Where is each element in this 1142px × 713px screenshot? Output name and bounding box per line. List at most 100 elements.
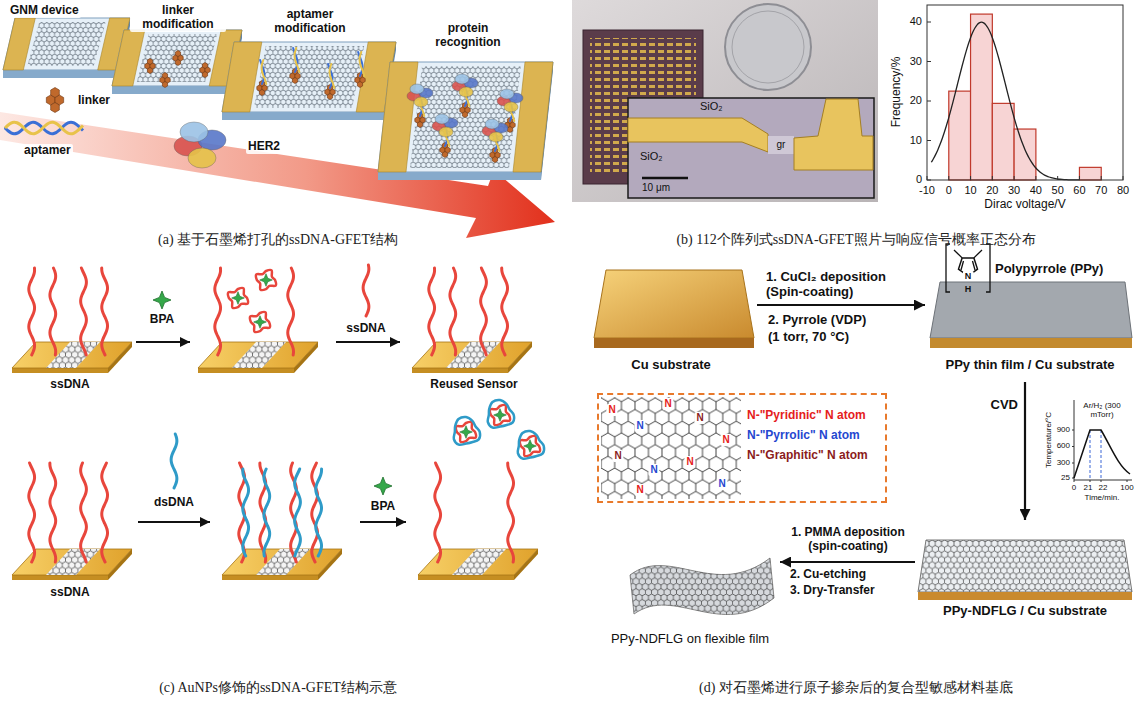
atom-symbol: H xyxy=(965,284,972,294)
process-arrow xyxy=(780,561,915,563)
annotation: Ar/H₂ (300 mTorr) xyxy=(1077,401,1127,419)
bpa-sensor-cycle xyxy=(250,312,270,332)
ppy-film xyxy=(930,282,1132,338)
bpa-sensor-cycle xyxy=(288,268,294,355)
doped-graphene-plate xyxy=(918,540,1132,592)
bpa-sensor-cycle xyxy=(232,342,286,368)
axis-title: Time/min. xyxy=(1085,493,1120,502)
step-name: linker modification xyxy=(130,4,226,32)
axis-tick: 10 xyxy=(964,184,976,197)
dirac-voltage-histogram xyxy=(1035,176,1036,180)
flexible-film xyxy=(630,558,774,614)
bpa-sensor-cycle xyxy=(102,268,108,355)
aptamer-sensor-steps xyxy=(175,60,180,66)
legend-icons xyxy=(5,122,83,134)
bpa-sensor-cycle xyxy=(456,422,476,442)
aptamer-sensor-steps xyxy=(442,152,447,158)
bpa-sensor-cycle xyxy=(508,463,514,562)
bpa-sensor-cycle xyxy=(460,426,473,439)
aptamer-sensor-steps xyxy=(112,30,242,86)
axis-tick: 30 xyxy=(1008,184,1020,197)
dirac-voltage-histogram xyxy=(927,176,928,180)
annotation: BPA xyxy=(371,500,395,514)
axis-tick: 20 xyxy=(910,94,922,107)
step-condition: CVD xyxy=(991,398,1018,413)
bpa-sensor-cycle xyxy=(29,268,35,355)
step-name: aptamer modification xyxy=(258,8,362,36)
bpa-sensor-cycle xyxy=(256,270,276,290)
dirac-voltage-histogram xyxy=(927,5,1123,180)
legend-icons xyxy=(5,88,226,169)
node-text: PPy-NDFLG on flexible film xyxy=(611,632,769,647)
dirac-voltage-histogram xyxy=(927,101,931,102)
node-text: N-"Pyrrolic" N atom xyxy=(747,429,860,443)
aptamer-sensor-steps xyxy=(3,18,130,70)
aptamer-sensor-steps xyxy=(259,90,264,96)
cu-substrate xyxy=(594,270,754,348)
dirac-voltage-histogram xyxy=(927,5,1123,180)
cu-substrate xyxy=(594,338,754,348)
dirac-voltage-histogram xyxy=(1123,176,1124,180)
bpa-sensor-cycle xyxy=(198,342,318,368)
atom-symbol: N xyxy=(720,434,731,446)
axis-tick: 20 xyxy=(986,184,998,197)
process-stage: PPy-NDFLG on flexible film xyxy=(600,540,780,655)
bpa-sensor-cycle xyxy=(264,469,270,556)
axis-tick: 80 xyxy=(1117,184,1129,197)
process-stage: Polypyrrole (PPy)PPy thin film / Cu subs… xyxy=(925,248,1135,382)
bpa-sensor-cycle xyxy=(520,436,540,456)
temperature-profile-chart xyxy=(1074,400,1132,480)
annotation: 10 μm xyxy=(642,182,670,194)
aptamer-sensor-steps xyxy=(500,89,514,99)
aptamer-sensor-steps xyxy=(492,157,497,163)
step-condition: 1. CuCl₂ deposition (Spin-coating) xyxy=(766,270,924,300)
dirac-voltage-histogram xyxy=(970,176,971,180)
aptamer-sensor-steps xyxy=(162,73,167,79)
atom-symbol: N xyxy=(612,450,623,462)
axis-tick: -10 xyxy=(919,184,935,197)
doped-graphene-lattice xyxy=(601,397,741,499)
axis-tick: 70 xyxy=(1095,184,1107,197)
annotation: SiO₂ xyxy=(640,150,663,163)
dirac-voltage-histogram xyxy=(1101,176,1102,180)
axis-title: Frequency/% xyxy=(890,57,904,128)
dirac-voltage-histogram xyxy=(1079,167,1101,180)
bpa-sensor-cycle xyxy=(412,342,532,368)
panel-caption: (c) AuNPs修饰的ssDNA-GFET结构示意 xyxy=(159,680,397,696)
bpa-sensor-cycle xyxy=(222,549,342,575)
bpa-sensor-cycle xyxy=(232,292,245,305)
bpa-sensor-cycle xyxy=(153,291,171,309)
bpa-sensor-cycle xyxy=(12,549,132,575)
axis-tick: 22 xyxy=(1099,483,1108,492)
aptamer-sensor-steps xyxy=(222,112,384,120)
legend-icons xyxy=(180,122,208,142)
aptamer-sensor-steps xyxy=(3,18,553,180)
atom-symbol: N xyxy=(963,271,974,281)
axis-tick: 900 xyxy=(1057,425,1070,434)
bpa-sensor-cycle xyxy=(50,268,56,355)
bpa-sensor-cycle xyxy=(435,463,441,562)
temperature-profile-chart xyxy=(1074,430,1130,478)
micrograph-inset xyxy=(628,98,874,198)
bpa-sensor-cycle xyxy=(295,469,301,556)
bpa-sensor-cycle xyxy=(524,440,537,453)
panel-caption: (a) 基于石墨烯打孔的ssDNA-GFET结构 xyxy=(158,232,398,248)
atom-symbol: N xyxy=(648,464,659,476)
aptamer-sensor-steps xyxy=(417,122,422,128)
step-condition: 1. PMMA deposition (spin-coating) xyxy=(782,526,914,554)
aptamer-sensor-steps xyxy=(459,87,473,97)
dirac-voltage-histogram xyxy=(1014,129,1036,180)
bpa-sensor-cycle xyxy=(260,274,273,287)
atom-symbol: N xyxy=(634,484,645,496)
structure-inset: N-"Pyridinic" N atomN-"Pyrrolic" N atomN… xyxy=(597,393,887,503)
aptamer-sensor-steps xyxy=(489,132,503,142)
legend-icons xyxy=(188,148,216,168)
aptamer-sensor-steps xyxy=(455,74,469,84)
annotation: 2. Pyrrole (VDP) xyxy=(768,313,866,328)
axis-tick: 21 xyxy=(1084,483,1093,492)
bpa-sensor-cycle xyxy=(171,434,177,488)
bpa-sensor-cycle xyxy=(136,341,190,343)
cu-substrate xyxy=(594,270,754,338)
bpa-sensor-cycle xyxy=(29,463,35,562)
panel-caption: (b) 112个阵列式ssDNA-GFET照片与响应信号概率正态分布 xyxy=(676,232,1035,248)
